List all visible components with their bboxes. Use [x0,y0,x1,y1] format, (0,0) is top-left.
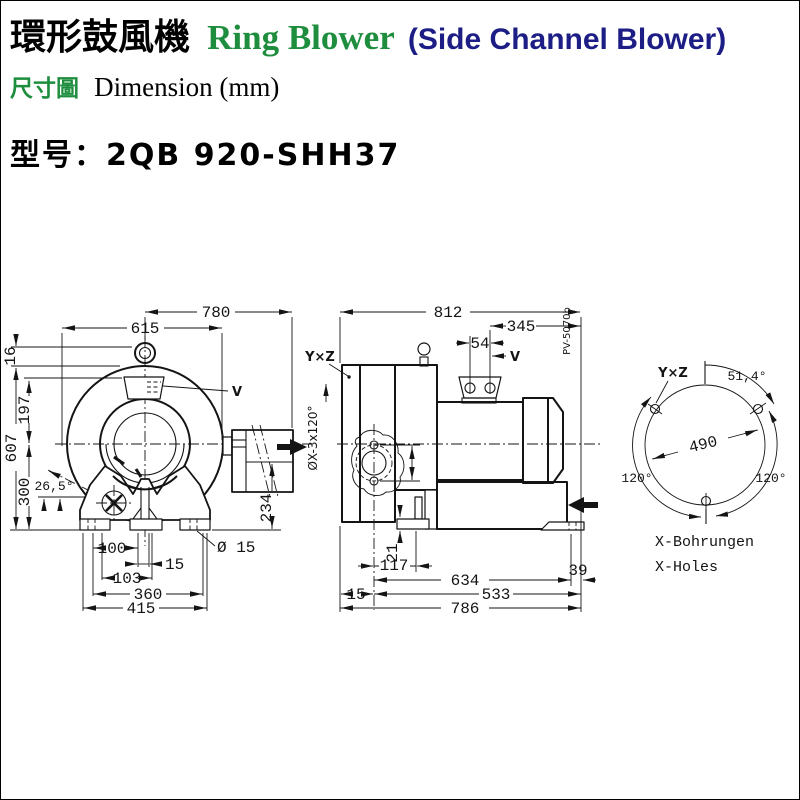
dim-100: 100 [98,540,127,558]
bolt-circle-view: Y×Z 51,4° 490 120° 120° X-Bohrungen X-Ho… [621,361,787,576]
dim-21: 21 [384,543,402,562]
eyebolt-icon [417,342,431,356]
model-number-line: 型号：2QB 920-SHH37 [10,130,726,174]
dim-234: 234 [258,494,276,523]
label-yxz-bolt: Y×Z [657,366,688,381]
dim-angle-51-4: 51,4° [727,369,766,384]
dim-615: 615 [131,320,160,338]
dim-117: 117 [380,557,409,575]
subtitle-english: Dimension (mm) [94,72,280,102]
title-parenthetical: (Side Channel Blower) [407,23,727,56]
subtitle-row: 尺寸圖 Dimension (mm) [10,69,726,103]
dim-780: 780 [202,304,231,322]
header: 環形鼓風機 Ring Blower (Side Channel Blower) … [10,8,726,174]
dim-angle-26-5: 26,5° [34,479,73,494]
dim-angle-120-left: 120° [621,471,652,486]
side-view: 812 345 54 V Y×Z ØX-3x120° PV-5070b 21 1… [304,304,600,618]
dim-197: 197 [16,396,34,425]
dim-360: 360 [134,586,163,604]
side-view-dimensions [323,309,596,612]
dim-533: 533 [482,586,511,604]
dim-415: 415 [127,600,156,618]
caption-x-holes: X-Holes [655,559,718,576]
front-view-dimensions [10,309,293,611]
dim-786: 786 [451,600,480,618]
label-v-gland: V [510,350,520,365]
model-label: 型号： [10,138,106,173]
flow-arrow-left-icon [568,497,598,513]
dim-54: 54 [470,335,489,353]
dim-300: 300 [16,478,34,507]
dim-634: 634 [451,572,480,590]
title-row: 環形鼓風機 Ring Blower (Side Channel Blower) [10,8,726,60]
model-value: 2QB 920-SHH37 [106,138,401,173]
subtitle-cjk: 尺寸圖 [10,76,79,102]
caption-x-bohrungen: X-Bohrungen [655,534,754,551]
label-flange-holes: ØX-3x120° [306,405,320,470]
drawing-code: PV-5070b [562,307,573,355]
dim-15: 15 [165,556,184,574]
dim-16: 16 [2,346,20,365]
dim-103: 103 [113,570,142,588]
label-yxz-side: Y×Z [304,350,335,365]
flow-arrow-right-icon [277,439,307,455]
dim-490-pcd: 490 [687,433,719,457]
dim-foot-hole: Ø 15 [217,539,255,557]
title-cjk: 環形鼓風機 [10,17,191,58]
dim-15-side: 15 [346,586,365,604]
dim-607: 607 [3,434,21,463]
dim-angle-120-right: 120° [755,471,786,486]
dim-345: 345 [507,318,536,336]
title-english: Ring Blower [207,18,395,57]
dim-39: 39 [568,562,587,580]
front-view: 780 615 16 607 197 300 26,5° V 100 15 10… [2,304,312,618]
dim-812: 812 [434,304,463,322]
lifting-eye-icon [134,342,156,364]
label-v-port: V [232,385,242,400]
